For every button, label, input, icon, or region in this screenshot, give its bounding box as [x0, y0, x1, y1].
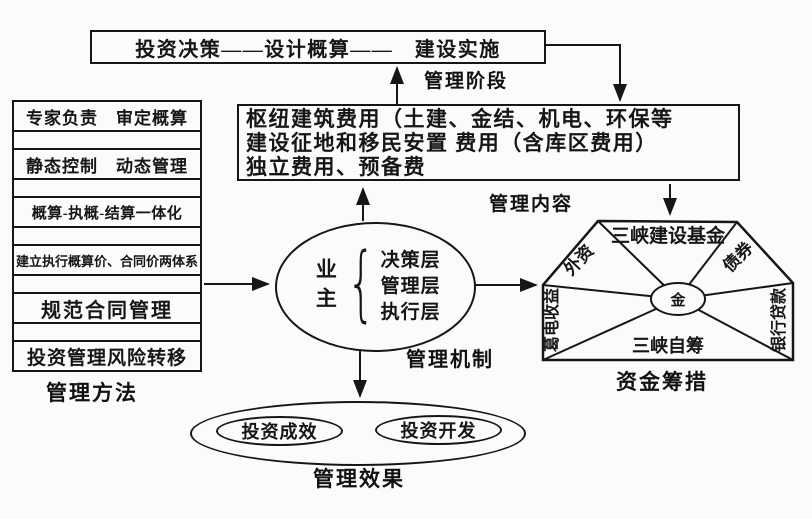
method-item: 规范合同管理 — [14, 292, 200, 324]
funding-center-text: 金 — [669, 291, 686, 309]
owner-title: 业主 — [313, 258, 338, 316]
method-gap — [14, 324, 200, 340]
funding-left-text: 葛电收益 — [542, 288, 561, 352]
methods-panel: 专家负责 审定概算 静态控制 动态管理 概算-执概-结算一体化 建立执行概算价、… — [12, 100, 202, 372]
funding-center-ellipse — [650, 282, 706, 316]
owner-layers: 决策层 管理层 执行层 — [381, 248, 441, 326]
content-line: 建设征地和移民安置 费用（含库区费用） — [246, 131, 658, 155]
stage-box: 投资决策——设计概算—— 建设实施 — [90, 30, 546, 64]
effect-ellipse: 投资成效 投资开发 — [190, 401, 526, 466]
method-gap — [14, 132, 200, 148]
method-item: 投资管理风险转移 — [14, 340, 200, 370]
mechanism-label: 管理机制 — [406, 349, 494, 371]
content-line: 独立费用、预备费 — [246, 155, 426, 179]
methods-label: 管理方法 — [46, 382, 138, 405]
content-box: 枢纽建筑费用（土建、金结、机电、环保等 建设征地和移民安置 费用（含库区费用） … — [237, 104, 740, 181]
stage-label: 管理阶段 — [424, 71, 509, 92]
effect-label: 管理效果 — [313, 468, 405, 491]
owner-layer: 执行层 — [380, 302, 441, 323]
content-line: 枢纽建筑费用（土建、金结、机电、环保等 — [246, 107, 674, 131]
owner-layer: 决策层 — [380, 250, 441, 271]
funding-right-text: 银行贷款 — [769, 287, 788, 352]
funding-hexagon: 三峡建设基金 外资 债券 葛电收益 银行贷款 三峡自筹 金 — [541, 219, 795, 362]
method-gap — [14, 180, 200, 196]
effect-item: 投资成效 — [216, 416, 343, 446]
owner-layer: 管理层 — [380, 276, 441, 297]
content-label: 管理内容 — [489, 194, 574, 215]
owner-ellipse: 业主 { 决策层 管理层 执行层 — [275, 222, 476, 352]
method-gap — [14, 276, 200, 292]
method-item: 静态控制 动态管理 — [14, 148, 200, 180]
method-item: 建立执行概算价、合同价两体系 — [14, 244, 200, 276]
funding-bottom-text: 三峡自筹 — [632, 335, 704, 356]
method-item: 概算-执概-结算一体化 — [14, 196, 200, 228]
funding-top-text: 三峡建设基金 — [611, 224, 726, 247]
effect-item: 投资开发 — [375, 415, 502, 445]
method-gap — [14, 228, 200, 244]
arrow-stage-to-content — [542, 44, 627, 102]
funding-label: 资金筹措 — [616, 371, 708, 394]
brace-glyph: { — [347, 236, 376, 331]
method-item: 专家负责 审定概算 — [14, 102, 200, 132]
stage-box-text: 投资决策——设计概算—— 建设实施 — [135, 38, 501, 61]
